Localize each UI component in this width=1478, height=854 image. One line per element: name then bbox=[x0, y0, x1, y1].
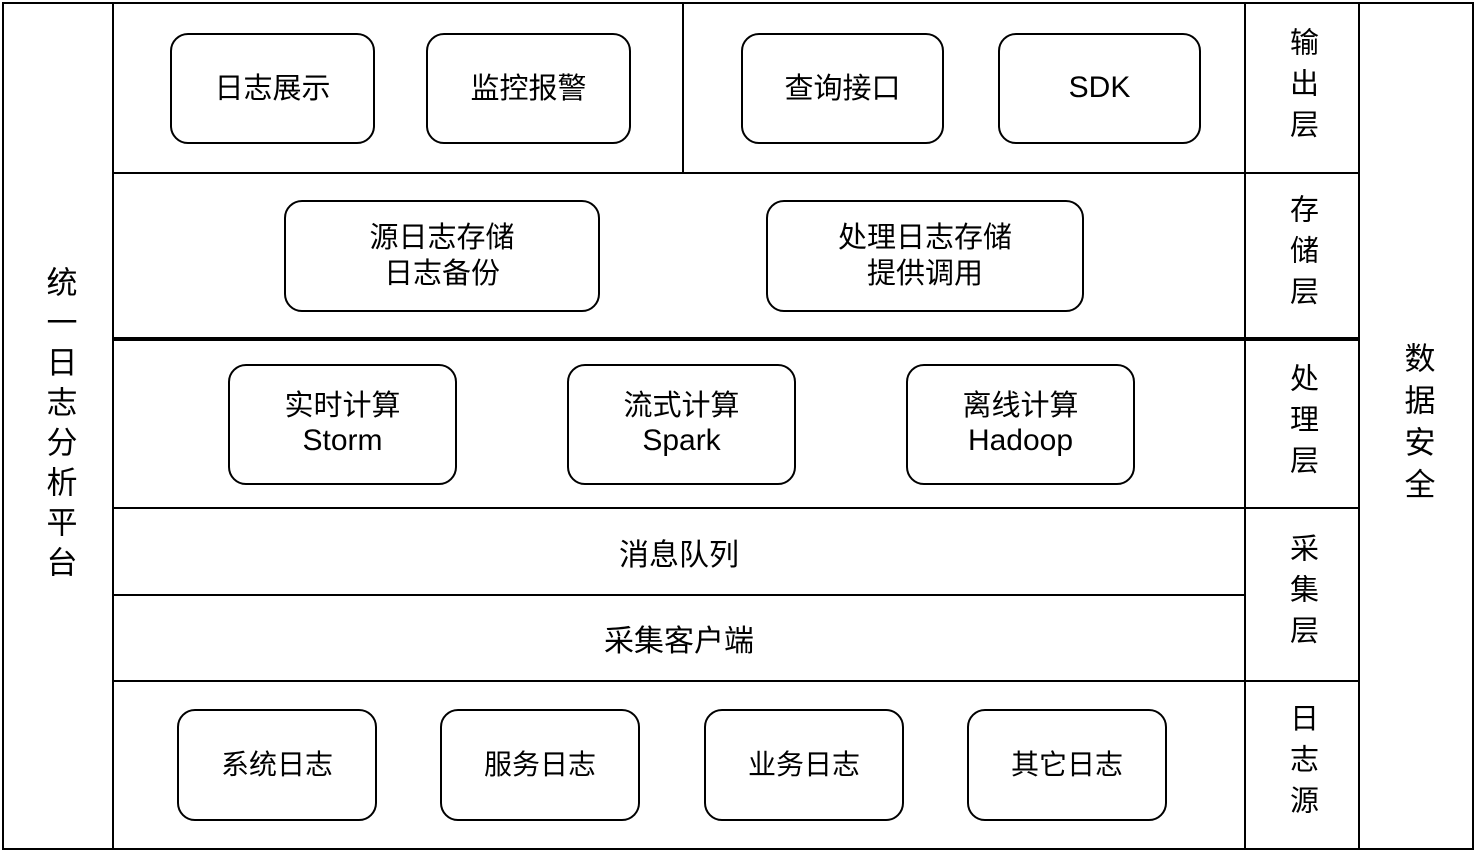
storage-node-group: 源日志存储 日志备份 处理日志存储 提供调用 bbox=[114, 174, 1244, 336]
layer-tag-processing: 处理层 bbox=[1244, 340, 1358, 508]
layer-row-processing: 实时计算 Storm 流式计算 Spark 离线计算 Hadoop 处理层 bbox=[114, 336, 1358, 508]
node-hadoop-line1: 离线计算 bbox=[962, 388, 1079, 423]
node-storm-line1: 实时计算 bbox=[284, 388, 401, 423]
node-other-log[interactable]: 其它日志 bbox=[967, 708, 1167, 821]
node-service-log-label: 服务日志 bbox=[483, 747, 596, 781]
node-other-log-label: 其它日志 bbox=[1010, 747, 1123, 781]
node-system-log-label: 系统日志 bbox=[220, 747, 333, 781]
processing-node-group: 实时计算 Storm 流式计算 Spark 离线计算 Hadoop bbox=[114, 341, 1244, 507]
layer-tag-output-label: 输出层 bbox=[1285, 26, 1320, 150]
security-band: 数据安全 bbox=[1358, 4, 1472, 848]
row-collection-client: 采集客户端 bbox=[114, 594, 1244, 679]
node-system-log[interactable]: 系统日志 bbox=[177, 708, 377, 821]
layer-row-log-source: 系统日志 服务日志 业务日志 其它日志 日志源 bbox=[114, 679, 1358, 848]
node-processed-log-storage[interactable]: 处理日志存储 提供调用 bbox=[766, 199, 1084, 312]
layer-tag-log-source-label: 日志源 bbox=[1285, 703, 1320, 827]
output-group-presentation: 日志展示 监控报警 bbox=[114, 4, 682, 172]
node-monitor-alert[interactable]: 监控报警 bbox=[426, 32, 631, 144]
node-query-interface-label: 查询接口 bbox=[784, 70, 901, 105]
message-queue-label: 消息队列 bbox=[619, 537, 739, 573]
layer-row-output: 日志展示 监控报警 查询接口 SDK 输出层 bbox=[114, 4, 1358, 173]
layer-tag-storage-label: 存储层 bbox=[1285, 194, 1320, 318]
node-business-log[interactable]: 业务日志 bbox=[704, 708, 904, 821]
layer-tag-output: 输出层 bbox=[1244, 4, 1358, 173]
log-source-node-group: 系统日志 服务日志 业务日志 其它日志 bbox=[114, 682, 1244, 848]
log-source-layer-body: 系统日志 服务日志 业务日志 其它日志 bbox=[114, 682, 1244, 848]
row-message-queue: 消息队列 bbox=[114, 509, 1244, 594]
platform-band: 统一日志分析平台 bbox=[4, 4, 114, 848]
node-processed-log-storage-line2: 提供调用 bbox=[866, 255, 983, 290]
node-source-log-storage-line1: 源日志存储 bbox=[369, 220, 515, 255]
node-hadoop-line2: Hadoop bbox=[967, 424, 1074, 458]
node-log-display[interactable]: 日志展示 bbox=[170, 32, 375, 144]
node-source-log-storage[interactable]: 源日志存储 日志备份 bbox=[284, 199, 600, 312]
collection-rows: 消息队列 采集客户端 bbox=[114, 509, 1244, 679]
node-sdk-label: SDK bbox=[1068, 70, 1131, 104]
layer-stack: 日志展示 监控报警 查询接口 SDK 输出层 bbox=[114, 4, 1358, 848]
node-service-log[interactable]: 服务日志 bbox=[440, 708, 640, 821]
node-sdk[interactable]: SDK bbox=[998, 32, 1201, 144]
layer-tag-storage: 存储层 bbox=[1244, 174, 1358, 337]
layer-row-storage: 源日志存储 日志备份 处理日志存储 提供调用 存储层 bbox=[114, 172, 1358, 337]
node-offline-compute-hadoop[interactable]: 离线计算 Hadoop bbox=[906, 363, 1135, 485]
layer-tag-processing-label: 处理层 bbox=[1285, 362, 1320, 486]
node-processed-log-storage-line1: 处理日志存储 bbox=[837, 220, 1012, 255]
layer-tag-log-source: 日志源 bbox=[1244, 681, 1358, 848]
output-group-interface: 查询接口 SDK bbox=[682, 4, 1244, 173]
node-log-display-label: 日志展示 bbox=[214, 70, 331, 105]
security-label: 数据安全 bbox=[1398, 342, 1435, 510]
layer-tag-collection: 采集层 bbox=[1244, 509, 1358, 680]
platform-label: 统一日志分析平台 bbox=[40, 266, 77, 586]
node-spark-line1: 流式计算 bbox=[623, 388, 740, 423]
layer-row-collection: 消息队列 采集客户端 采集层 bbox=[114, 507, 1358, 680]
layer-tag-collection-label: 采集层 bbox=[1285, 532, 1320, 656]
node-source-log-storage-line2: 日志备份 bbox=[383, 255, 500, 290]
node-realtime-compute-storm[interactable]: 实时计算 Storm bbox=[228, 363, 457, 485]
storage-layer-body: 源日志存储 日志备份 处理日志存储 提供调用 bbox=[114, 174, 1244, 336]
node-storm-line2: Storm bbox=[302, 424, 383, 458]
node-query-interface[interactable]: 查询接口 bbox=[741, 32, 944, 144]
output-layer-body: 日志展示 监控报警 查询接口 SDK bbox=[114, 4, 1244, 173]
node-monitor-alert-label: 监控报警 bbox=[470, 70, 587, 105]
processing-layer-body: 实时计算 Storm 流式计算 Spark 离线计算 Hadoop bbox=[114, 341, 1244, 507]
collection-client-label: 采集客户端 bbox=[604, 624, 754, 660]
node-business-log-label: 业务日志 bbox=[747, 747, 860, 781]
node-spark-line2: Spark bbox=[642, 424, 721, 458]
node-stream-compute-spark[interactable]: 流式计算 Spark bbox=[567, 363, 796, 485]
